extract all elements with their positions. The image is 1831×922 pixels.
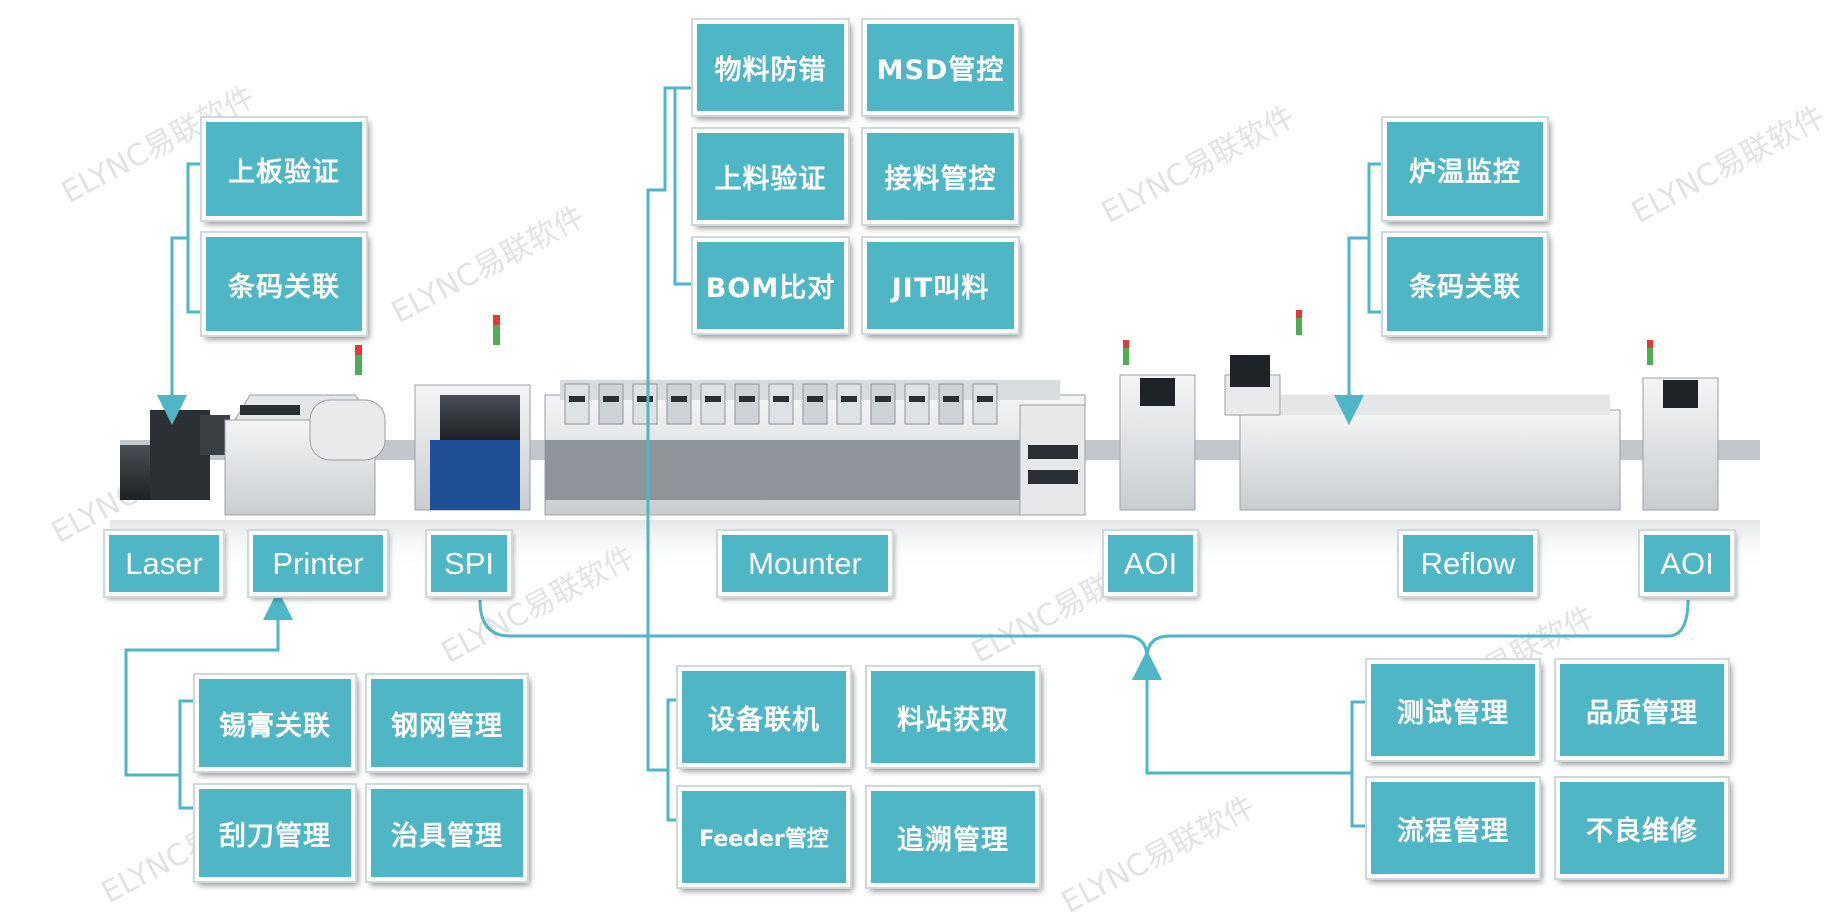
function-box: 钢网管理 [367,675,527,771]
placement-head-window [739,396,755,402]
mounter-bottom-link [646,700,668,772]
inspection-link [1132,650,1352,775]
machine-label-mounter: Mounter [718,531,892,596]
function-box: 流程管理 [1367,778,1539,878]
laser-bracket [186,162,202,314]
placement-head-window [807,396,823,402]
placement-head-window [875,396,891,402]
placement-head [802,383,828,425]
mounter-bottom-bracket [666,698,682,822]
laser-arrow [157,236,188,425]
placement-head [938,383,964,425]
function-box: 治具管理 [367,785,527,881]
placement-head [870,383,896,425]
function-box: 不良维修 [1556,778,1728,878]
placement-head [836,383,862,425]
function-box: MSD管控 [863,20,1018,115]
printer-arrow [124,590,293,777]
mounter-machine [544,380,1086,516]
reflow-arrow [1334,236,1369,425]
placement-head [666,383,692,425]
placement-head-window [773,396,789,402]
placement-head-window [637,396,653,402]
function-box: 锡膏关联 [195,675,355,771]
placement-head [598,383,624,425]
inspection-bus [478,599,1690,659]
placement-head [768,383,794,425]
spi-machine [414,315,531,511]
mounter-top-bracket [673,86,693,286]
placement-head [700,383,726,425]
reflow-oven [1224,310,1621,511]
machine-label-reflow: Reflow [1399,531,1537,596]
function-box: 上板验证 [202,118,366,220]
placement-head [564,383,590,425]
machine-label-aoi-2: AOI [1640,531,1734,596]
function-box: JIT叫料 [863,238,1018,333]
function-box: 追溯管理 [867,787,1039,887]
printer-machine [224,345,386,516]
aoi-machine-2 [1642,340,1719,511]
function-box: 炉温监控 [1383,118,1547,220]
machine-label-aoi-1: AOI [1104,531,1197,596]
function-box: 料站获取 [867,667,1039,767]
placement-head-window [909,396,925,402]
printer-bracket [178,699,195,810]
function-box: 测试管理 [1367,660,1539,760]
placement-head [904,383,930,425]
placement-head-window [671,396,687,402]
reflow-bracket [1367,162,1383,314]
placement-head [972,383,998,425]
placement-head-window [705,396,721,402]
machine-label-printer: Printer [249,531,387,596]
function-box: BOM比对 [693,238,848,333]
mounter-top-feed [646,86,675,700]
machine-label-spi: SPI [427,531,511,596]
function-box: 物料防错 [693,20,848,115]
placement-head-window [603,396,619,402]
function-box: 品质管理 [1556,660,1728,760]
machine-label-laser: Laser [105,531,223,596]
function-box: 条码关联 [202,233,366,335]
placement-head [632,383,658,425]
function-box: 条码关联 [1383,233,1547,335]
function-box: 刮刀管理 [195,785,355,881]
placement-head-window [569,396,585,402]
aoi-machine-1 [1119,340,1196,511]
function-box: 设备联机 [678,667,850,767]
placement-head-window [943,396,959,402]
function-box: 上料验证 [693,129,848,224]
function-box: 接料管控 [863,129,1018,224]
function-box: Feeder管控 [678,787,850,887]
inspection-bracket [1350,700,1367,828]
placement-head-window [977,396,993,402]
placement-head-window [841,396,857,402]
placement-head [734,383,760,425]
